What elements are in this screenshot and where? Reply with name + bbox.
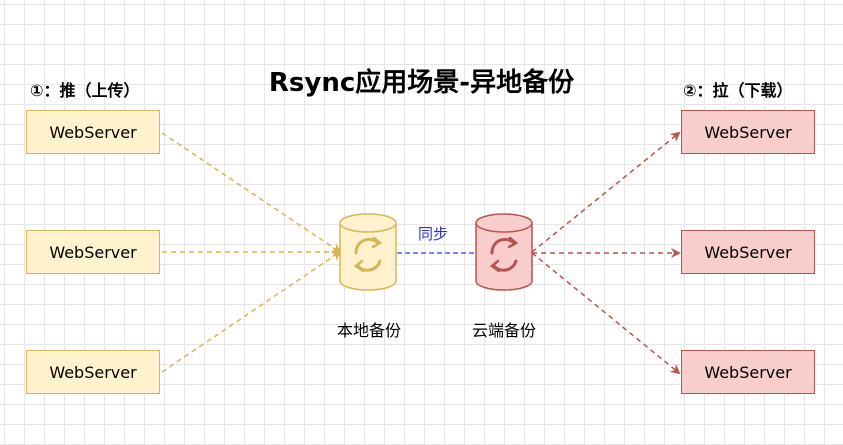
cloud-backup-database-icon [475,213,533,291]
pull-heading: ②：拉（下载） [683,81,793,100]
push-connector-3 [161,250,342,373]
pull-webserver-node-2: WebServer [681,230,815,274]
sync-arrows-icon [489,236,519,273]
local-backup-database-icon [339,213,397,291]
push-webserver-node-1: WebServer [26,110,160,154]
local-backup-label: 本地备份 [336,321,401,340]
push-webserver-node-3: WebServer [26,350,160,394]
pull-connector-1 [531,131,681,253]
pull-webserver-node-1: WebServer [681,110,815,154]
diagram-title: Rsync应用场景-异地备份 [268,68,575,98]
cloud-backup-label: 云端备份 [471,321,536,340]
pull-connector-3 [531,252,681,375]
push-heading: ①：推（上传） [30,81,140,100]
push-connector-1 [161,132,342,254]
sync-label: 同步 [418,225,449,243]
sync-arrows-icon [353,236,383,273]
push-webserver-node-2: WebServer [26,230,160,274]
pull-webserver-node-3: WebServer [681,350,815,394]
